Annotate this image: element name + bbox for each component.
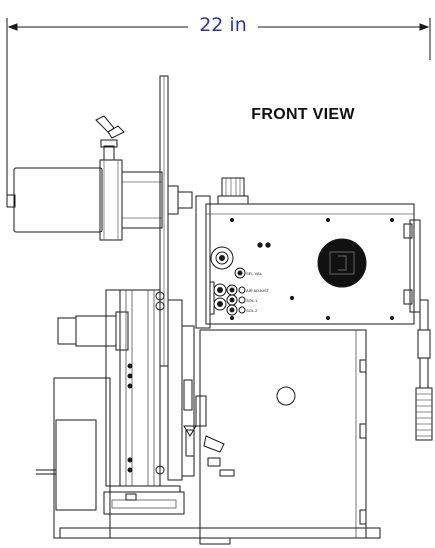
lower-arm — [36, 311, 129, 539]
dimension-label: 22 in — [188, 14, 258, 36]
panel-fittings — [209, 246, 246, 316]
lower-cabinet — [199, 329, 367, 539]
label-air-adjust: AIR ADJUST — [246, 288, 270, 293]
view-title: FRONT VIEW — [251, 106, 355, 123]
label-sol-1: SOL.1 — [246, 298, 258, 303]
control-housing — [195, 177, 421, 329]
vertical-slide — [105, 289, 197, 487]
label-sel-val: SEL.VAL — [246, 271, 263, 276]
label-sol-2: SOL.2 — [246, 308, 258, 313]
fan-grille — [317, 238, 367, 288]
hose-connector — [415, 299, 433, 441]
air-cylinder — [6, 115, 193, 241]
base-pad — [59, 485, 381, 545]
vertical-plate — [159, 75, 169, 367]
side-handle — [195, 395, 235, 477]
